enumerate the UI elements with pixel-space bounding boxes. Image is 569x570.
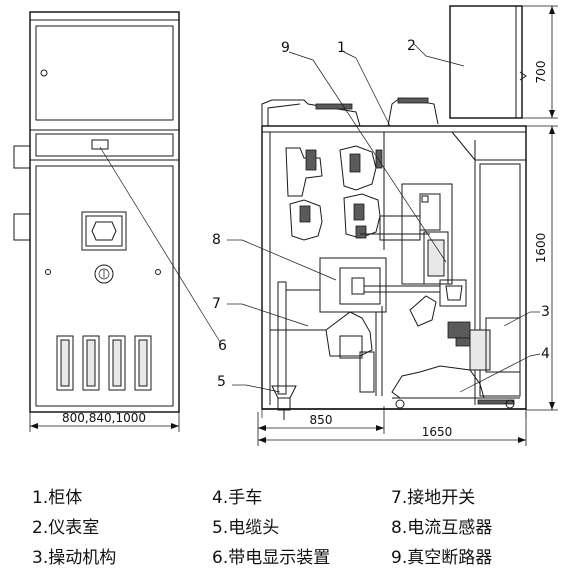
callout-4: 4 [541, 346, 550, 362]
depth-850-label: 850 [310, 413, 333, 427]
callout-leaders [227, 43, 541, 393]
callout-1: 1 [337, 40, 346, 56]
legend-item-8: 8.电流互感器 [391, 518, 493, 538]
callout-7: 7 [212, 296, 221, 312]
legend-item-9: 9.真空断路器 [391, 548, 493, 568]
depth-1650-label: 1650 [422, 425, 453, 439]
handcart [391, 329, 520, 409]
side-view: 700 1600 850 1650 [257, 5, 558, 446]
legend-item-7: 7.接地开关 [391, 488, 476, 508]
callout-6: 6 [218, 338, 227, 354]
earthing-switch-area [270, 281, 383, 396]
legend-item-1: 1.柜体 [32, 488, 83, 508]
callout-3: 3 [541, 304, 550, 320]
breaker-assembly [319, 183, 471, 347]
legend-item-2: 2.仪表室 [32, 518, 100, 538]
legend-item-4: 4.手车 [212, 488, 263, 508]
callout-2: 2 [407, 38, 416, 54]
busbar-insulators [285, 145, 383, 241]
callout-8: 8 [212, 232, 221, 248]
height-700-label: 700 [534, 61, 548, 84]
height-1600-label: 1600 [534, 233, 548, 264]
front-width-label: 800,840,1000 [62, 411, 146, 425]
cable-head [271, 385, 297, 420]
vent-slots [56, 335, 152, 391]
legend-item-6: 6.带电显示装置 [212, 548, 331, 568]
callout-9: 9 [281, 40, 290, 56]
legend-item-3: 3.操动机构 [32, 548, 117, 568]
callout-5: 5 [217, 374, 226, 390]
front-view: 800,840,1000 [13, 11, 180, 432]
legend-item-5: 5.电缆头 [212, 518, 280, 538]
